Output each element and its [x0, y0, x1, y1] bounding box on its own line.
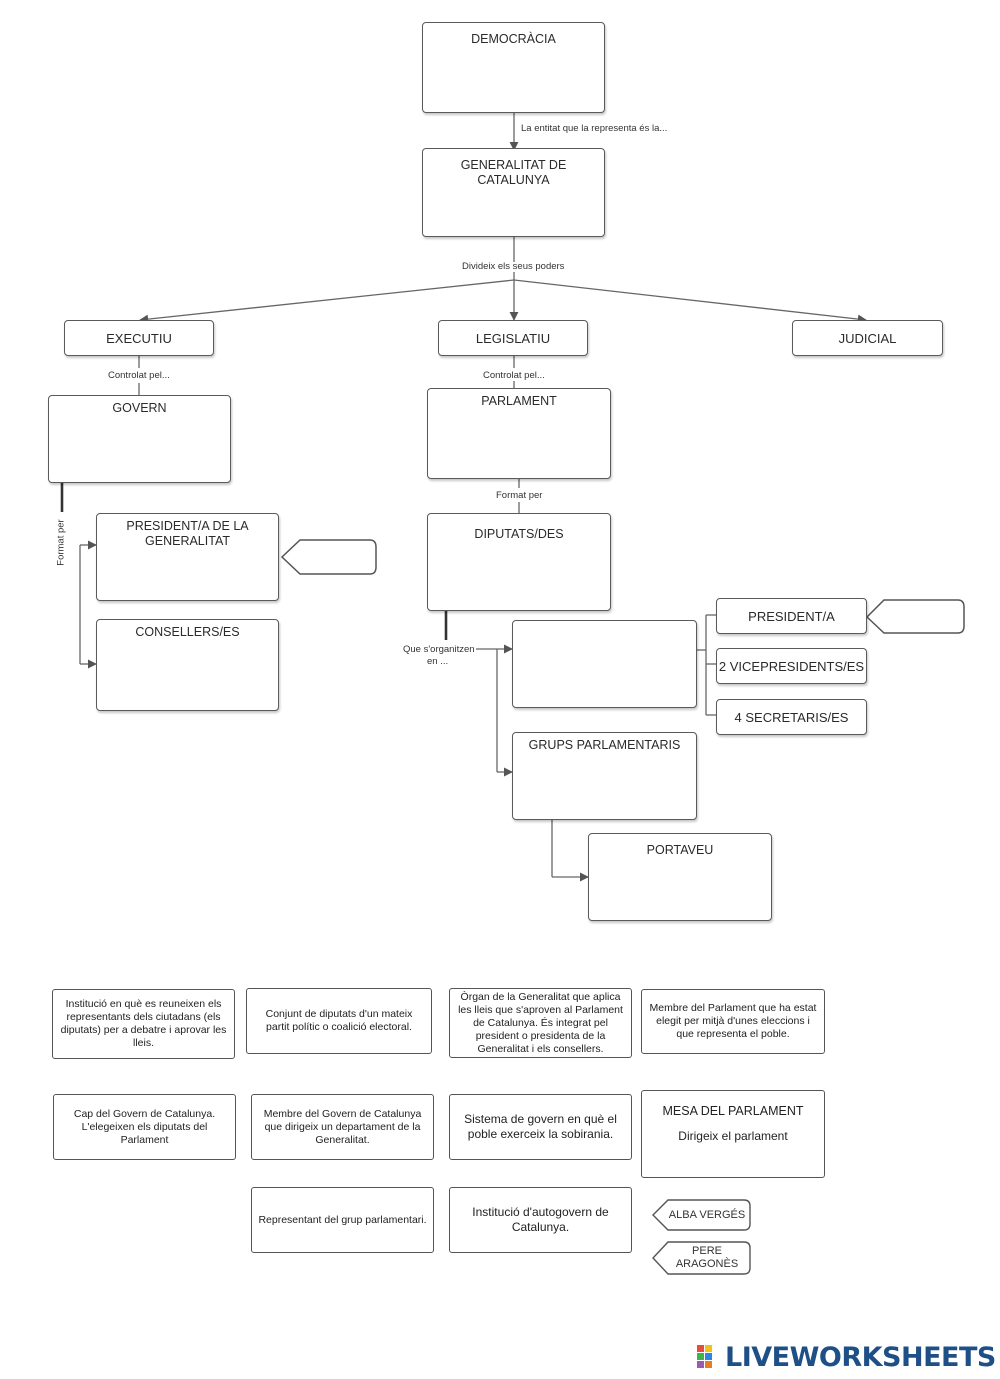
- definition-card-text: Sistema de govern en què el poble exerce…: [464, 1112, 617, 1141]
- edge-label-format-per-parlament: Format per: [496, 490, 543, 501]
- definition-card[interactable]: Sistema de govern en què el poble exerce…: [449, 1094, 632, 1160]
- node-vicepresidents-label: 2 VICEPRESIDENTS/ES: [718, 658, 865, 674]
- name-tag-alba-verges[interactable]: ALBA VERGÉS: [652, 1199, 752, 1231]
- definition-card[interactable]: Institució d'autogovern de Catalunya.: [449, 1187, 632, 1253]
- node-grups-label: GRUPS PARLAMENTARIS: [528, 738, 681, 752]
- node-portaveu: PORTAVEU: [588, 833, 772, 921]
- definition-card-text: Òrgan de la Generalitat que aplica les l…: [458, 990, 623, 1055]
- definition-card-text: Cap del Govern de Catalunya. L'elegeixen…: [73, 1107, 216, 1146]
- node-legislatiu: LEGISLATIU: [438, 320, 588, 356]
- mesa-card[interactable]: MESA DEL PARLAMENT Dirigeix el parlament: [641, 1090, 825, 1178]
- node-vicepresidents: 2 VICEPRESIDENTS/ES: [716, 648, 867, 684]
- definition-card[interactable]: Conjunt de diputats d'un mateix partit p…: [246, 988, 432, 1054]
- node-secretaris-label: 4 SECRETARIS/ES: [734, 709, 849, 725]
- mesa-card-desc: Dirigeix el parlament: [678, 1129, 788, 1143]
- definition-card-text: Membre del Parlament que ha estat elegit…: [649, 1002, 817, 1040]
- node-govern-label: GOVERN: [112, 401, 167, 415]
- edge-label-controlat-legislatiu: Controlat pel...: [483, 370, 545, 381]
- node-judicial-label: JUDICIAL: [838, 330, 897, 346]
- node-president-parlament-label: PRESIDENT/A: [748, 608, 835, 624]
- definition-card[interactable]: Membre del Parlament que ha estat elegit…: [641, 989, 825, 1054]
- name-tag-label: PERE ARAGONÈS: [675, 1245, 739, 1270]
- name-tag-pere-aragones[interactable]: PERE ARAGONÈS: [652, 1241, 752, 1275]
- liveworksheets-logo: LIVEWORKSHEETS: [697, 1343, 997, 1373]
- node-executiu: EXECUTIU: [64, 320, 214, 356]
- node-generalitat-label: GENERALITAT DE CATALUNYA: [460, 158, 567, 187]
- node-grups: GRUPS PARLAMENTARIS: [512, 732, 697, 820]
- definition-card-text: Institució en què es reuneixen els repre…: [60, 998, 227, 1049]
- definition-card-text: Membre del Govern de Catalunya que dirig…: [263, 1107, 422, 1146]
- name-tag-label: ALBA VERGÉS: [668, 1208, 746, 1221]
- liveworksheets-logo-text: LIVEWORKSHEETS: [725, 1342, 996, 1373]
- edge-label-organitzen-1: Que s'organitzen: [403, 644, 475, 655]
- tag-shape: [652, 1241, 751, 1275]
- node-president-generalitat: PRESIDENT/A DE LA GENERALITAT: [96, 513, 279, 601]
- node-parlament: PARLAMENT: [427, 388, 611, 479]
- node-democracia: DEMOCRÀCIA: [422, 22, 605, 113]
- edge-label-entitat: La entitat que la representa és la...: [521, 123, 668, 134]
- node-consellers-label: CONSELLERS/ES: [135, 625, 240, 639]
- mesa-card-title: MESA DEL PARLAMENT: [662, 1104, 804, 1118]
- node-govern: GOVERN: [48, 395, 231, 483]
- node-president-parlament: PRESIDENT/A: [716, 598, 867, 634]
- definition-card[interactable]: Representant del grup parlamentari.: [251, 1187, 434, 1253]
- node-legislatiu-label: LEGISLATIU: [475, 330, 551, 346]
- edge-label-controlat-executiu: Controlat pel...: [108, 370, 170, 381]
- definition-card[interactable]: Òrgan de la Generalitat que aplica les l…: [449, 988, 632, 1058]
- definition-card-text: Conjunt de diputats d'un mateix partit p…: [265, 1008, 413, 1033]
- definition-card-text: Institució d'autogovern de Catalunya.: [472, 1205, 609, 1234]
- node-democracia-label: DEMOCRÀCIA: [471, 32, 556, 46]
- node-consellers: CONSELLERS/ES: [96, 619, 279, 711]
- edge-label-divideix: Divideix els seus poders: [462, 261, 565, 272]
- edge-label-format-per-govern: Format per: [55, 519, 67, 566]
- liveworksheets-logo-icon: [697, 1345, 712, 1368]
- node-secretaris: 4 SECRETARIS/ES: [716, 699, 867, 735]
- node-parlament-label: PARLAMENT: [481, 394, 557, 408]
- edge-label-organitzen-2: en ...: [427, 656, 449, 667]
- node-president-generalitat-label: PRESIDENT/A DE LA GENERALITAT: [126, 519, 249, 548]
- node-judicial: JUDICIAL: [792, 320, 943, 356]
- node-blank-organ[interactable]: [512, 620, 697, 708]
- node-executiu-label: EXECUTIU: [106, 330, 172, 346]
- tag-shape: [652, 1199, 751, 1231]
- node-generalitat: GENERALITAT DE CATALUNYA: [422, 148, 605, 237]
- definition-card[interactable]: Cap del Govern de Catalunya. L'elegeixen…: [53, 1094, 236, 1160]
- definition-card-text: Representant del grup parlamentari.: [258, 1213, 427, 1226]
- node-portaveu-label: PORTAVEU: [646, 843, 714, 857]
- definition-card[interactable]: Institució en què es reuneixen els repre…: [52, 989, 235, 1059]
- node-diputats-label: DIPUTATS/DES: [474, 527, 564, 541]
- node-diputats: DIPUTATS/DES: [427, 513, 611, 611]
- definition-card[interactable]: Membre del Govern de Catalunya que dirig…: [251, 1094, 434, 1160]
